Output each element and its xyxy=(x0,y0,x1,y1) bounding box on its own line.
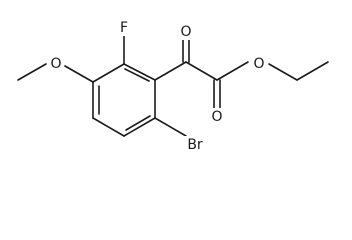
bond-o-methyl xyxy=(17,63,47,81)
ring-double-bond-c5-c6 xyxy=(125,115,151,131)
ester-oxygen-atom: O xyxy=(252,56,266,72)
bond-c3-o xyxy=(64,65,94,83)
fluorine-atom: F xyxy=(117,20,131,36)
chemical-structure: F O O O O Br xyxy=(17,20,329,153)
bond-c1-keto-carbon xyxy=(154,61,187,81)
ring-bond-c1-c2 xyxy=(123,63,156,81)
ring-double-bond-c1-c2 xyxy=(124,68,150,82)
bromine-atom: Br xyxy=(184,136,206,153)
ester-carbonyl-oxygen-label: O xyxy=(211,109,222,125)
bond-o-ethyl-ch2 xyxy=(268,63,298,81)
ring-bond-c5-c6 xyxy=(123,117,156,137)
bromine-label: Br xyxy=(187,137,203,153)
bond-c6-br xyxy=(154,117,187,137)
keto-oxygen-label: O xyxy=(180,24,191,40)
bond-keto-ester-carbon xyxy=(185,61,218,81)
ring-bond-c2-c3 xyxy=(92,63,125,83)
ester-oxygen-label: O xyxy=(253,56,264,72)
methoxy-oxygen-atom: O xyxy=(49,56,63,72)
fluorine-label: F xyxy=(120,20,128,36)
ester-carbonyl-oxygen-atom: O xyxy=(210,108,224,125)
keto-oxygen-atom: O xyxy=(179,24,193,40)
bond-ester-carbon-o xyxy=(216,61,249,81)
bond-ethyl-ch2-ch3 xyxy=(296,61,329,81)
ring-bond-c4-c5 xyxy=(92,117,125,137)
methoxy-oxygen-label: O xyxy=(50,56,61,72)
